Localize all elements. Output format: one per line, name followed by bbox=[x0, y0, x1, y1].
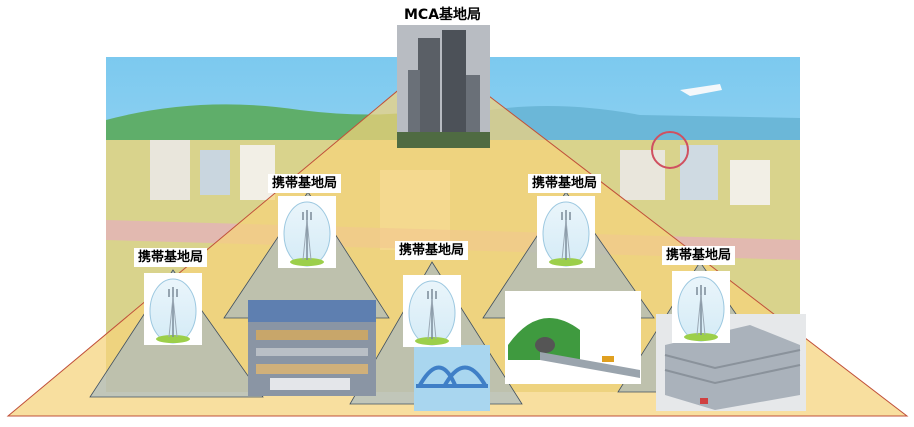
mobile-station-label-5: 携帯基地局 bbox=[662, 246, 736, 265]
mobile-station-label-1: 携帯基地局 bbox=[134, 248, 208, 267]
tunnel-illustration bbox=[505, 291, 641, 384]
mobile-tower-icon-2 bbox=[277, 195, 337, 269]
mobile-station-label-3: 携帯基地局 bbox=[395, 241, 469, 260]
mobile-tower-icon-4 bbox=[536, 195, 596, 269]
mobile-tower-icon-3 bbox=[402, 274, 462, 348]
mobile-station-label-4: 携帯基地局 bbox=[528, 174, 602, 193]
subway-station-photo bbox=[248, 300, 376, 396]
mobile-station-label-2: 携帯基地局 bbox=[268, 174, 342, 193]
bridge-illustration bbox=[414, 345, 490, 411]
mobile-tower-icon-1 bbox=[143, 272, 203, 346]
mobile-tower-icon-5 bbox=[671, 270, 731, 344]
mca-station-label: MCA基地局 bbox=[404, 7, 482, 23]
mca-tower-photo bbox=[397, 25, 490, 148]
parking-garage-photo bbox=[656, 314, 806, 411]
